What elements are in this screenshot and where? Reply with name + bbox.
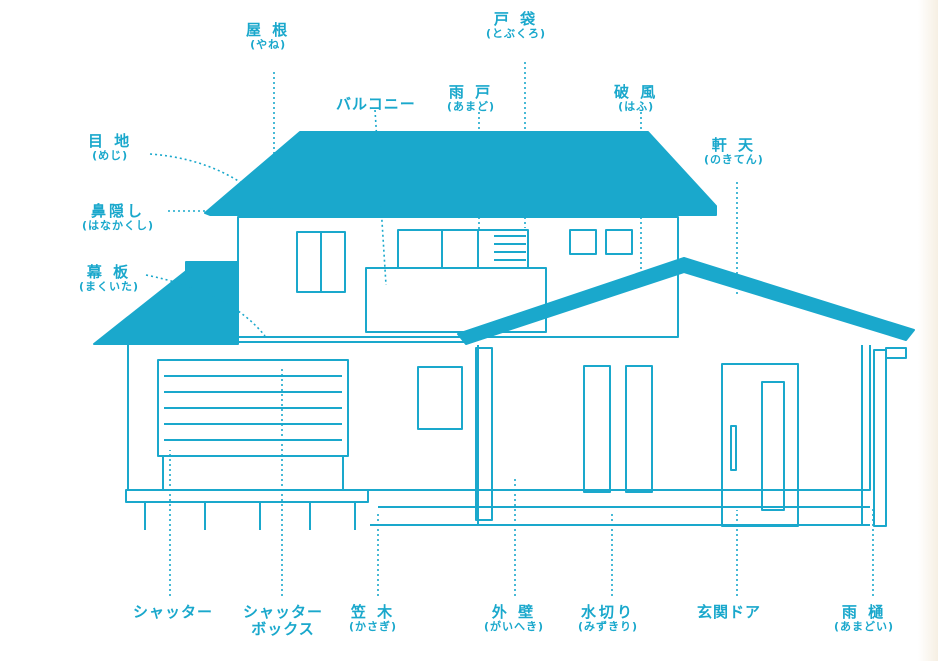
label-amadoi: 雨 樋 (あまどい): [834, 603, 895, 634]
tall-window-left: [583, 365, 611, 493]
entrance-door: [721, 363, 799, 527]
label-hanakakushi: 鼻隠し (はなかくし): [82, 202, 155, 233]
label-makuita-reading: (まくいた): [79, 280, 140, 294]
label-genkan: 玄関ドア: [697, 603, 762, 621]
label-tobukuro-reading: (とぶくろ): [486, 27, 547, 41]
deck: [125, 489, 369, 503]
label-meji: 目 地 (めじ): [88, 132, 133, 163]
label-amado: 雨 戸 (あまど): [447, 83, 496, 114]
label-amadoi-main: 雨 樋: [841, 603, 887, 621]
label-meji-main: 目 地: [88, 132, 133, 150]
upper-window-small-1: [569, 229, 597, 255]
label-shutter-main: シャッター: [133, 603, 214, 621]
label-hanakakushi-reading: (はなかくし): [82, 219, 155, 233]
main-roof: [204, 131, 717, 216]
label-nokiten: 軒 天 (のきてん): [704, 136, 764, 167]
label-tobukuro-main: 戸 袋: [493, 10, 539, 28]
left-small-eave: [185, 261, 239, 273]
label-shutterbox: シャッター ボックス: [243, 603, 324, 639]
gable-wall: [477, 345, 863, 526]
paper-edge: [918, 0, 938, 661]
label-nokiten-main: 軒 天: [711, 136, 756, 154]
balcony: [365, 267, 547, 333]
label-hafu-reading: (はふ): [618, 100, 655, 114]
tobukuro-slats: [494, 235, 526, 261]
label-meji-reading: (めじ): [92, 149, 129, 163]
label-yane: 屋 根 (やね): [246, 21, 291, 52]
second-floor-wall: [237, 216, 679, 338]
label-makuita: 幕 板 (まくいた): [79, 263, 140, 294]
label-mizukiri-main: 水切り: [581, 603, 636, 621]
label-shutter: シャッター: [133, 603, 214, 621]
label-shutterbox-main: シャッター: [243, 603, 324, 621]
label-yane-main: 屋 根: [246, 21, 291, 39]
label-hafu-main: 破 風: [614, 83, 659, 101]
label-kasagi-reading: (かさぎ): [349, 620, 398, 634]
label-kasagi: 笠 木 (かさぎ): [349, 603, 398, 634]
entrance-door-glass: [761, 381, 785, 511]
label-makuita-main: 幕 板: [86, 263, 132, 281]
label-mizukiri-reading: (みずきり): [578, 620, 639, 634]
label-mizukiri: 水切り (みずきり): [578, 603, 639, 634]
label-gaiheki-main: 外 壁: [491, 603, 537, 621]
label-hanakakushi-main: 鼻隠し: [91, 202, 146, 220]
label-yane-reading: (やね): [250, 38, 287, 52]
label-amadoi-reading: (あまどい): [834, 620, 895, 634]
label-genkan-main: 玄関ドア: [697, 603, 762, 621]
label-kasagi-main: 笠 木: [350, 603, 396, 621]
label-shutterbox-line2: ボックス: [251, 620, 315, 639]
tall-window-right: [625, 365, 653, 493]
gable-roof: [457, 257, 915, 345]
shutter-opening: [162, 455, 344, 491]
label-gaiheki: 外 壁 (がいへき): [484, 603, 545, 634]
label-gaiheki-reading: (がいへき): [484, 620, 545, 634]
shutter-slats: [164, 375, 342, 441]
ground-window-middle: [417, 366, 463, 430]
entrance-door-handle: [730, 425, 737, 471]
downpipe: [475, 347, 907, 527]
label-nokiten-reading: (のきてん): [704, 153, 764, 167]
ground-floor-wall: [127, 344, 871, 491]
upper-window-small-2: [605, 229, 633, 255]
label-amado-reading: (あまど): [447, 100, 496, 114]
label-balcony: バルコニー: [336, 95, 416, 113]
label-amado-main: 雨 戸: [448, 83, 494, 101]
label-tobukuro: 戸 袋 (とぶくろ): [486, 10, 547, 41]
label-balcony-main: バルコニー: [336, 95, 416, 113]
label-hafu: 破 風 (はふ): [614, 83, 659, 114]
